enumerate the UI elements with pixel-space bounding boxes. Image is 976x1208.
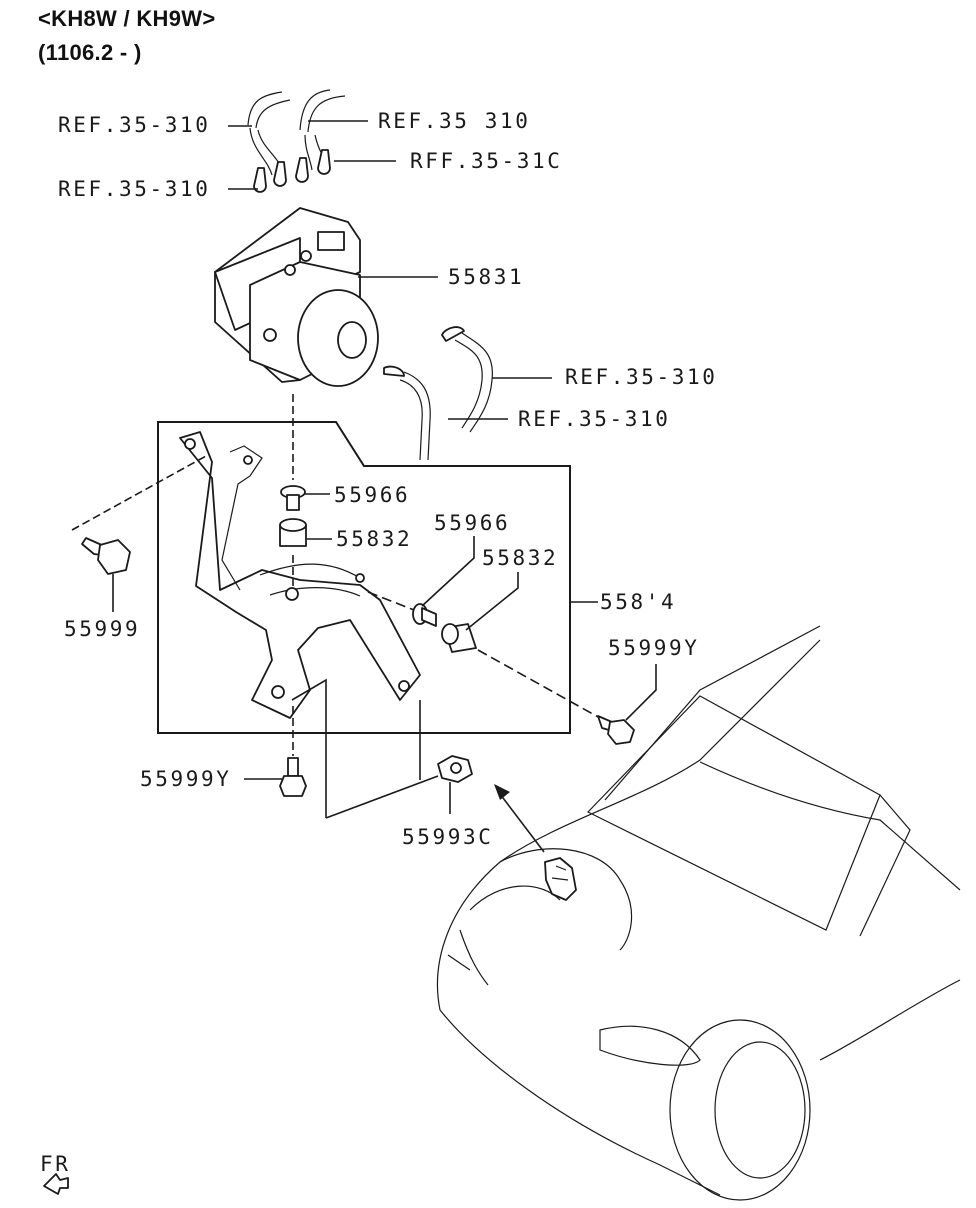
bushing-55832-right: [441, 572, 519, 653]
flange-bolt-right: [597, 664, 657, 745]
bushing-55832-center: [279, 518, 332, 547]
abs-modulator-icon: [214, 207, 438, 387]
ref-label-5: REF.35-310: [565, 365, 717, 389]
location-arrow: [494, 784, 545, 853]
part-number-55831: 55831: [448, 265, 524, 289]
car-outline-icon: [436, 625, 961, 1201]
part-number-55993c: 55993C: [402, 825, 493, 849]
part-number-55999y-a: 55999Y: [608, 636, 699, 660]
front-marker-label: FR: [40, 1152, 71, 1176]
model-code-heading: <KH8W / KH9W>: [38, 6, 216, 31]
brake-pipes-right: [383, 326, 552, 461]
part-number-55814: 558'4: [600, 590, 676, 614]
ref-label-3: RFF.35-31C: [410, 149, 562, 173]
part-number-55966-b: 55966: [434, 511, 510, 535]
part-number-55999: 55999: [64, 617, 140, 641]
brake-pipes-top: [228, 89, 396, 193]
flange-bolt-bottom: [244, 706, 307, 797]
ref-label-4: REF.35-310: [58, 177, 210, 201]
part-number-55966-a: 55966: [334, 483, 410, 507]
part-number-55999y-b: 55999Y: [140, 767, 231, 791]
date-range-heading: (1106.2 - ): [38, 40, 142, 65]
ref-label-6: REF.35-310: [518, 407, 670, 431]
grommet-55966-right: [412, 536, 475, 627]
part-number-55832-a: 55832: [336, 527, 412, 551]
ref-label-2: REF.35 310: [378, 109, 530, 133]
nut-55993c: [291, 678, 473, 819]
front-arrow-icon: [43, 1173, 69, 1195]
bracket-icon: [179, 431, 421, 719]
bolt-icon: [71, 455, 207, 612]
ref-label-1: REF.35-310: [58, 113, 210, 137]
grommet-55966-center: [280, 485, 330, 511]
part-number-55832-b: 55832: [482, 546, 558, 570]
bracket-assembly-frame: [157, 421, 571, 734]
